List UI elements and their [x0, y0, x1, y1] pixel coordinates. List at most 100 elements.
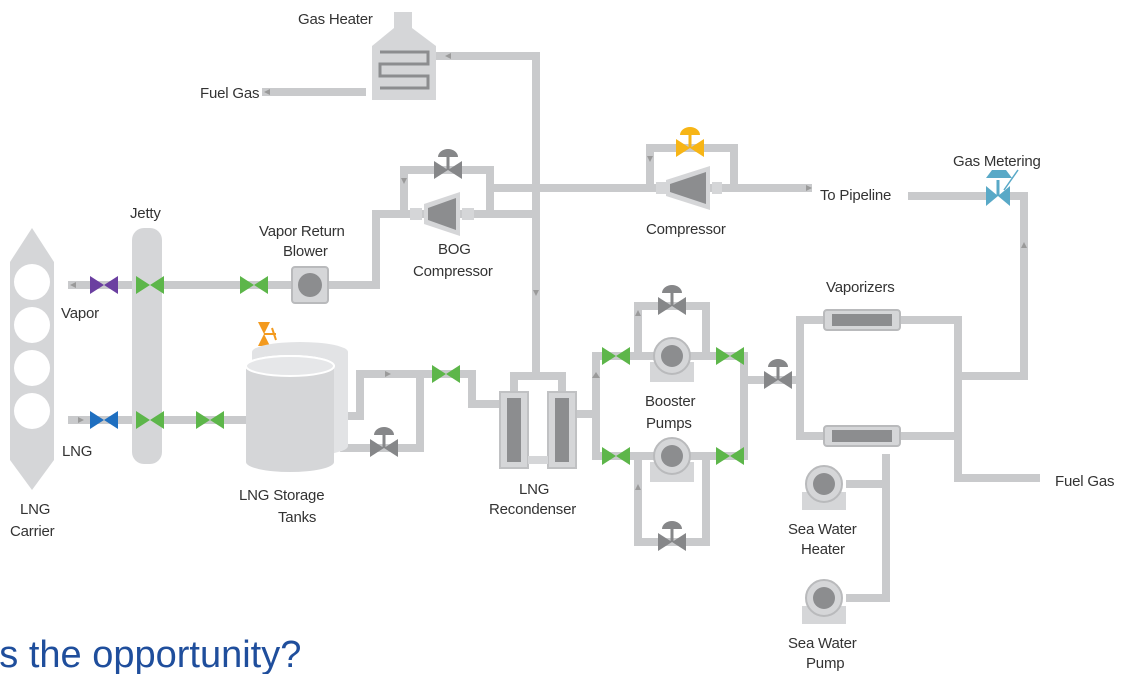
arrow-to-pipeline [806, 185, 812, 191]
arrow-vapor [70, 282, 76, 288]
booster-pump-bottom [650, 437, 694, 482]
valve-booster-4b [730, 447, 744, 465]
label-lng-recondenser-2: Recondenser [489, 501, 576, 518]
label-compressor: Compressor [646, 221, 726, 238]
valve-booster-2b [730, 347, 744, 365]
valve-vapor-purple-left [90, 276, 104, 294]
valve-lng-blue-right [104, 411, 118, 429]
tank-relief-valve-orange [258, 322, 277, 346]
booster-pump-top [650, 337, 694, 382]
lng-carrier-tank-1 [14, 264, 50, 300]
valve-jetty-vapor-b [150, 276, 164, 294]
valve-tank-out-a [432, 365, 446, 383]
gas-metering-valve [986, 169, 1019, 206]
gas-heater [372, 12, 436, 100]
label-vapor-return-2: Blower [283, 243, 328, 260]
control-valve-tank-return [370, 427, 398, 457]
arrow-bog-bypass [401, 178, 407, 184]
label-sea-water-pump-1: Sea Water [788, 635, 857, 652]
label-vapor: Vapor [61, 305, 99, 322]
gas-heater-coil-icon [378, 50, 430, 90]
control-valve-vaporizer-inlet [764, 359, 792, 389]
vapor-return-blower [291, 266, 329, 304]
control-valve-compressor-yellow [676, 127, 704, 157]
pipe-vaporizer-out-fuel [900, 316, 1040, 482]
valve-vapor-line-a [240, 276, 254, 294]
label-sea-water-heater-1: Sea Water [788, 521, 857, 538]
valve-booster-2a [716, 347, 730, 365]
pipe-recondenser-top [510, 372, 566, 396]
arrow-tank-out [385, 371, 391, 377]
pipe-to-vaporizer-2 [796, 380, 824, 440]
valve-booster-3a [602, 447, 616, 465]
label-lng-storage-1: LNG Storage [239, 487, 324, 504]
label-bog-2: Compressor [413, 263, 493, 280]
valve-jetty-lng-a [136, 411, 150, 429]
valve-lng-line-b [210, 411, 224, 429]
pipe-to-vaporizer-1 [744, 316, 824, 384]
arrow-to-metering [1021, 242, 1027, 248]
label-gas-metering: Gas Metering [953, 153, 1041, 170]
vaporizer-top [823, 309, 901, 331]
labels: Gas Heater Fuel Gas Jetty Vapor Return B… [10, 11, 1114, 672]
lng-carrier [10, 228, 54, 490]
label-sea-water-heater-2: Heater [801, 541, 845, 558]
label-lng-storage-2: Tanks [278, 509, 316, 526]
vaporizer-bottom [823, 425, 901, 447]
compressor [656, 166, 722, 210]
sea-water-pump [802, 579, 846, 624]
arrow-booster-bypass-up [635, 310, 641, 316]
label-booster-2: Pumps [646, 415, 692, 432]
label-lng-recondenser-1: LNG [519, 481, 549, 498]
label-bog-1: BOG [438, 241, 471, 258]
lng-carrier-tank-4 [14, 393, 50, 429]
valve-jetty-lng-b [150, 411, 164, 429]
arrow-main-down [533, 290, 539, 296]
valve-vapor-line-b [254, 276, 268, 294]
arrow-heater [445, 53, 451, 59]
pipe-sea-water-pump [846, 454, 890, 602]
label-to-pipeline: To Pipeline [820, 187, 891, 204]
valve-tank-out-b [446, 365, 460, 383]
arrow-fuel-gas [264, 89, 270, 95]
label-sea-water-pump-2: Pump [806, 655, 844, 672]
valve-booster-1b [616, 347, 630, 365]
pipe-heater-feed [436, 52, 540, 372]
valve-booster-4a [716, 447, 730, 465]
valves [90, 127, 1019, 551]
valve-booster-1a [602, 347, 616, 365]
label-vaporizers: Vaporizers [826, 279, 895, 296]
arrow-comp-bypass [647, 156, 653, 162]
arrow-booster-bypass-low [635, 484, 641, 490]
valve-booster-3b [616, 447, 630, 465]
bog-compressor [410, 192, 474, 236]
label-booster-1: Booster [645, 393, 695, 410]
label-jetty: Jetty [130, 205, 161, 222]
label-lng: LNG [62, 443, 92, 460]
pipe-to-metering [958, 192, 1028, 380]
control-valve-booster-bottom [658, 521, 686, 551]
valve-jetty-vapor-a [136, 276, 150, 294]
lng-carrier-tank-2 [14, 307, 50, 343]
lng-carrier-tank-3 [14, 350, 50, 386]
valve-lng-blue-left [90, 411, 104, 429]
arrow-booster-up [592, 372, 600, 378]
lng-storage-tanks [245, 342, 348, 472]
flow-arrows [70, 53, 1027, 490]
valve-vapor-purple-right [104, 276, 118, 294]
gas-heater-stack [394, 12, 412, 28]
valve-lng-line-a [196, 411, 210, 429]
control-valve-bog-bypass [434, 149, 462, 179]
label-fuel-gas-top: Fuel Gas [200, 85, 259, 102]
control-valve-booster-top [658, 285, 686, 315]
pipe-tank-out [336, 370, 424, 452]
label-gas-heater: Gas Heater [298, 11, 373, 28]
label-lng-carrier-1: LNG [20, 501, 50, 518]
slide-heading: 's the opportunity? [0, 634, 301, 674]
sea-water-heater-pump [802, 465, 846, 510]
lng-recondenser [499, 391, 577, 469]
label-fuel-gas-right: Fuel Gas [1055, 473, 1114, 490]
label-lng-carrier-2: Carrier [10, 523, 55, 540]
